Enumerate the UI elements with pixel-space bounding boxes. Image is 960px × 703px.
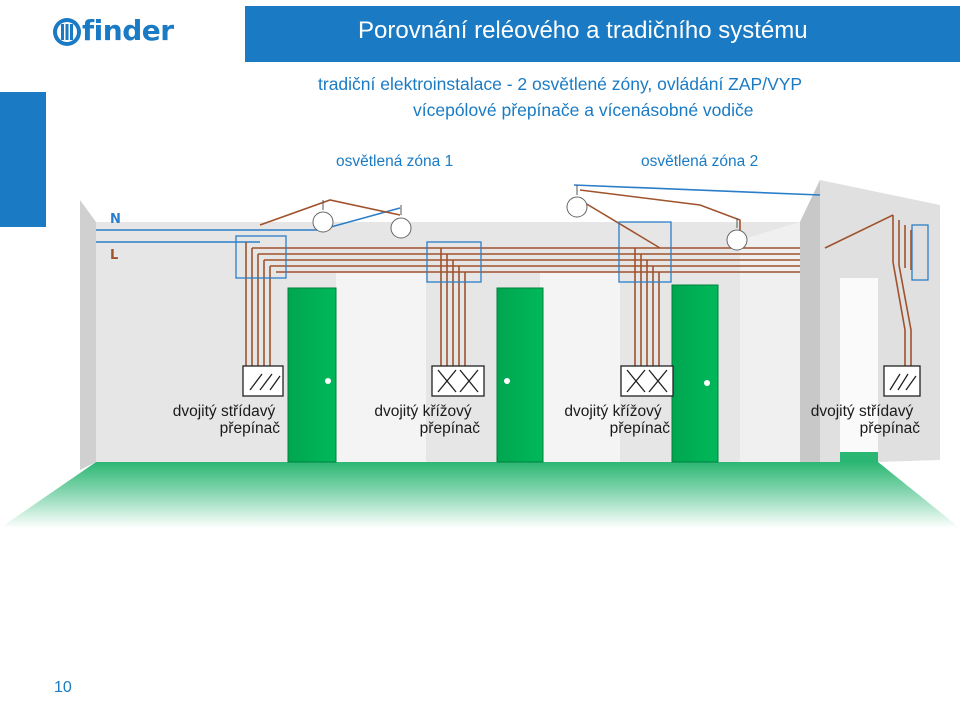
switch-caption-2: dvojitý křížový přepínač (366, 403, 480, 437)
light-bulb-icon (566, 185, 588, 218)
zone-1-label: osvětlená zóna 1 (336, 153, 454, 170)
switch-caption-2-line-2: přepínač (419, 420, 480, 437)
double-cross-switch-icon (620, 365, 674, 397)
left-wall-edge (80, 200, 96, 470)
switch-caption-1: dvojitý střídavý přepínač (168, 403, 280, 437)
page-title: Porovnání reléového a tradičního systému (358, 17, 808, 44)
room-opening-3 (740, 222, 800, 462)
light-bulb-icon (312, 200, 334, 233)
door-1 (287, 287, 337, 463)
side-tab (0, 92, 46, 227)
wiring (96, 184, 912, 378)
switch-caption-1-line-2: přepínač (219, 420, 280, 437)
neutral-label: N (110, 212, 121, 227)
double-two-way-switch-icon (242, 365, 284, 397)
header-bar (245, 6, 960, 62)
finder-emblem-icon (53, 18, 81, 46)
floor (0, 462, 960, 528)
room-opening-2 (540, 272, 620, 462)
right-wall-edge (800, 180, 820, 462)
door-3 (671, 284, 719, 463)
right-doorway-floor (840, 452, 878, 462)
switch-caption-4-line-2: přepínač (859, 420, 920, 437)
neutral-wire-zone-2 (573, 184, 821, 196)
junction-box-4 (911, 224, 929, 281)
junction-box-2 (426, 241, 482, 283)
subtitle-line-1: tradiční elektroinstalace - 2 osvětlené … (318, 74, 803, 94)
switch-caption-3-line-2: přepínač (609, 420, 670, 437)
door-2 (496, 287, 544, 463)
finder-logo: finder (52, 14, 192, 54)
conductor-bundle (245, 189, 912, 378)
zone-2-label: osvětlená zóna 2 (641, 153, 759, 170)
switch-caption-3: dvojitý křížový přepínač (556, 403, 670, 437)
light-bulb-icon (390, 205, 412, 239)
switch-caption-2-line-1: dvojitý křížový (374, 403, 472, 420)
right-doorway (840, 278, 878, 462)
room-opening-1 (336, 272, 426, 462)
double-cross-switch-icon (431, 365, 485, 397)
junction-box-3 (618, 221, 672, 283)
junction-box-1 (235, 235, 287, 279)
page-number: 10 (54, 679, 72, 696)
switch-caption-4: dvojitý střídavý přepínač (804, 403, 920, 437)
switch-caption-1-line-1: dvojitý střídavý (172, 403, 276, 420)
switch-caption-3-line-1: dvojitý křížový (564, 403, 662, 420)
light-bulb-icon (726, 218, 748, 251)
double-two-way-switch-icon (883, 365, 921, 397)
subtitle-line-2: vícepólové přepínače a vícenásobné vodič… (413, 100, 754, 120)
switch-caption-4-line-1: dvojitý střídavý (810, 403, 914, 420)
brand-name: finder (82, 14, 174, 47)
line-label: L (110, 248, 118, 263)
